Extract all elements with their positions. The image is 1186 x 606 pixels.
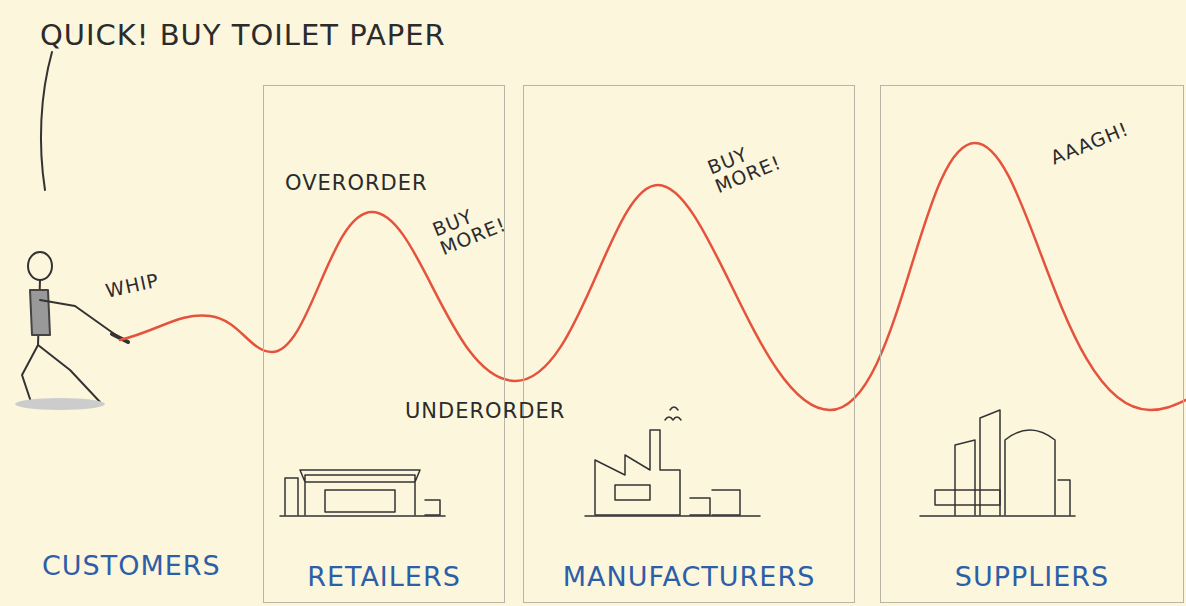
stage-label: SUPPLIERS [955, 561, 1109, 592]
stage-label: RETAILERS [307, 561, 461, 592]
buy-more-note: BUY MORE! [430, 195, 512, 259]
buy-more-note: BUY MORE! [705, 133, 787, 197]
bullwhip-wave [120, 143, 1186, 410]
stage-box: RETAILERS [263, 85, 505, 603]
shop-sketch [280, 470, 445, 516]
shadow [15, 398, 105, 410]
factory-sketch [585, 407, 760, 516]
speech-text: QUICK! BUY TOILET PAPER [40, 20, 446, 50]
stage-label: MANUFACTURERS [563, 561, 816, 592]
underorder-note: UNDERORDER [405, 400, 565, 422]
speech-line [41, 52, 52, 190]
stage-box: SUPPLIERS [880, 85, 1184, 603]
stage-box: MANUFACTURERS [523, 85, 855, 603]
whip-label: WHIP [104, 271, 161, 302]
overorder-note: OVERORDER [285, 172, 428, 194]
stage-label: CUSTOMERS [42, 552, 221, 580]
stick-figure [22, 252, 128, 405]
panic-note: AAAGH! [1048, 119, 1132, 168]
plant-sketch [920, 410, 1075, 516]
